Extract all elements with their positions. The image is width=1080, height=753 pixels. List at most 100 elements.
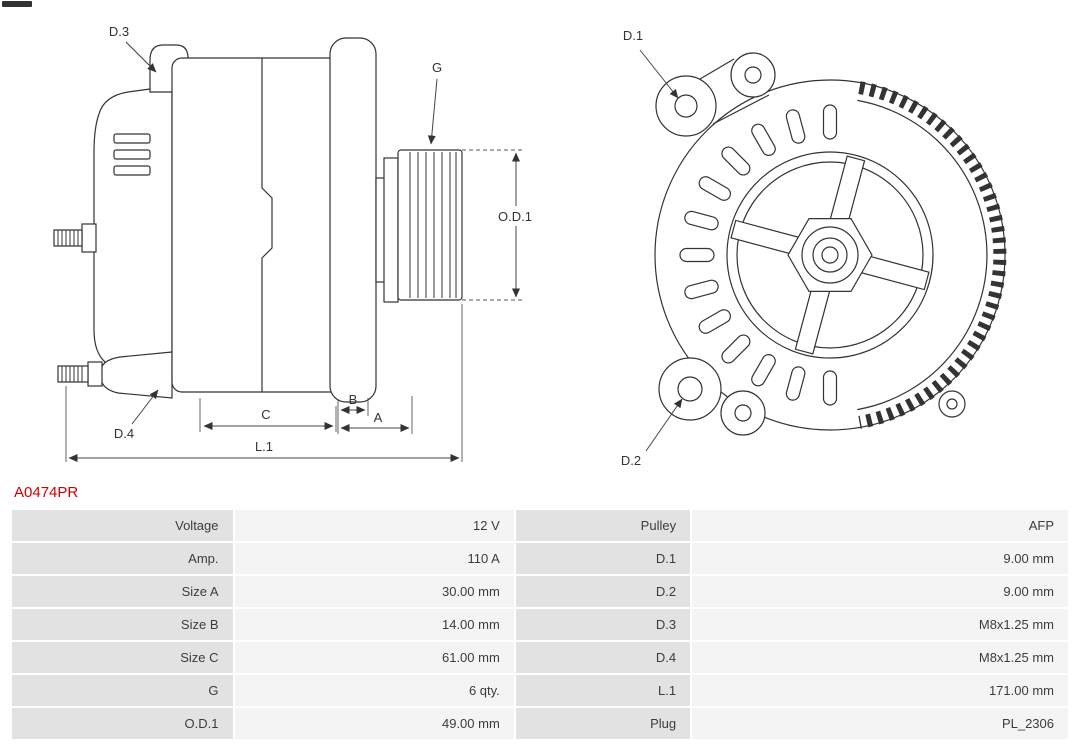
vent-slots: [679, 104, 838, 406]
rear-vent: [113, 133, 151, 144]
dim-label-d4: D.4: [114, 426, 134, 441]
vent-slot: [751, 354, 776, 387]
spec-label: D.4: [515, 642, 691, 673]
pulley-ribs: [409, 152, 457, 298]
spec-value: 30.00 mm: [234, 576, 514, 607]
spec-value: 9.00 mm: [692, 576, 1068, 607]
bottom-stud-collar: [87, 361, 103, 387]
alternator-technical-drawing: D.3 D.4 G O.D.1 C B A L.1: [53, 24, 1007, 468]
serrated-rim-inner-edge: [857, 99, 988, 411]
part-number: A0474PR: [14, 484, 79, 501]
spec-value: 61.00 mm: [234, 642, 514, 673]
vent-slot: [721, 334, 751, 364]
top-secondary-lug-hole: [744, 66, 762, 84]
spec-value: PL_2306: [692, 708, 1068, 739]
bottom-mounting-ear: [99, 351, 173, 399]
spec-label: G: [12, 675, 233, 706]
vent-slot: [684, 210, 719, 231]
spec-row: Size A 30.00 mm D.2 9.00 mm: [12, 576, 1068, 607]
front-view-diagram: D.1 D.2: [621, 28, 1007, 468]
spec-value: 171.00 mm: [692, 675, 1068, 706]
spec-value: 6 qty.: [234, 675, 514, 706]
terminal-stud: [53, 229, 83, 247]
g-leader-line: [427, 78, 438, 145]
d2-leader-line: [645, 398, 683, 452]
dim-label-c: C: [261, 407, 270, 422]
spec-label: Amp.: [12, 543, 233, 574]
spec-row: G 6 qty. L.1 171.00 mm: [12, 675, 1068, 706]
terminal-collar: [81, 223, 97, 253]
specs-table: Voltage 12 V Pulley AFP Amp. 110 A D.1 9…: [10, 508, 1070, 741]
spec-label: Size C: [12, 642, 233, 673]
front-bracket: [329, 37, 377, 403]
body-seam-line: [261, 58, 273, 392]
shaft-center-hole: [821, 246, 839, 264]
spec-label: Plug: [515, 708, 691, 739]
bottom-stud-thread-hatch: [61, 366, 83, 382]
vent-slot: [751, 123, 776, 156]
spec-label: D.2: [515, 576, 691, 607]
rear-vent: [113, 165, 151, 176]
vent-slot: [684, 279, 719, 300]
shaft-spacer: [383, 157, 399, 303]
spec-label: Pulley: [515, 510, 691, 541]
spec-value: 9.00 mm: [692, 543, 1068, 574]
spec-value: 49.00 mm: [234, 708, 514, 739]
spec-value: M8x1.25 mm: [692, 609, 1068, 640]
od1-label-bg: [486, 206, 544, 226]
dim-label-g: G: [432, 60, 442, 75]
spec-value: 110 A: [234, 543, 514, 574]
l1-extension-lines: [65, 304, 463, 462]
d4-leader-line: [131, 389, 159, 425]
c-extension-lines: [199, 398, 337, 432]
spec-label: O.D.1: [12, 708, 233, 739]
vent-slot: [698, 309, 731, 334]
d1-leader-line: [639, 49, 679, 99]
spec-row: Voltage 12 V Pulley AFP: [12, 510, 1068, 541]
dim-label-d3: D.3: [109, 24, 129, 39]
pulley-spokes: [730, 155, 930, 355]
od1-extension-lines: [462, 149, 524, 301]
pulley-front-inner-rim: [736, 161, 924, 349]
rear-cover-outline: [93, 85, 173, 378]
spec-row: O.D.1 49.00 mm Plug PL_2306: [12, 708, 1068, 739]
spec-label: Voltage: [12, 510, 233, 541]
vent-slot: [822, 104, 838, 140]
vent-slot: [822, 370, 838, 406]
vent-slot: [785, 109, 806, 144]
b-extension-lines: [337, 398, 369, 434]
pulley-side: [397, 149, 463, 301]
spec-label: D.1: [515, 543, 691, 574]
spec-label: L.1: [515, 675, 691, 706]
vent-slot: [679, 247, 715, 263]
dim-label-d1: D.1: [623, 28, 643, 43]
spec-label: Size A: [12, 576, 233, 607]
top-left-lug-hole: [674, 94, 698, 118]
spec-value: AFP: [692, 510, 1068, 541]
spec-row: Amp. 110 A D.1 9.00 mm: [12, 543, 1068, 574]
vent-slot: [785, 366, 806, 401]
spec-row: Size C 61.00 mm D.4 M8x1.25 mm: [12, 642, 1068, 673]
side-view-diagram: D.3 D.4 G O.D.1 C B A L.1: [53, 24, 544, 462]
dim-label-d2: D.2: [621, 453, 641, 468]
dim-label-a: A: [374, 410, 383, 425]
logo-mark: [2, 1, 32, 7]
spec-label: D.3: [515, 609, 691, 640]
vent-slot: [698, 176, 731, 201]
terminal-thread-hatch: [57, 230, 79, 246]
dim-label-od1: O.D.1: [498, 209, 532, 224]
spec-row: Size B 14.00 mm D.3 M8x1.25 mm: [12, 609, 1068, 640]
spec-value: M8x1.25 mm: [692, 642, 1068, 673]
bottom-left-lug-hole: [677, 376, 703, 402]
spec-value: 14.00 mm: [234, 609, 514, 640]
dim-label-b: B: [349, 392, 358, 407]
spec-value: 12 V: [234, 510, 514, 541]
bottom-secondary-lug-hole: [734, 404, 752, 422]
vent-slot: [721, 146, 751, 176]
spec-label: Size B: [12, 609, 233, 640]
rear-vent: [113, 149, 151, 160]
right-tab-hole: [946, 398, 958, 410]
dim-label-l1: L.1: [255, 439, 273, 454]
top-lug-bracket-lines: [699, 58, 770, 125]
d3-leader-line: [125, 41, 157, 73]
